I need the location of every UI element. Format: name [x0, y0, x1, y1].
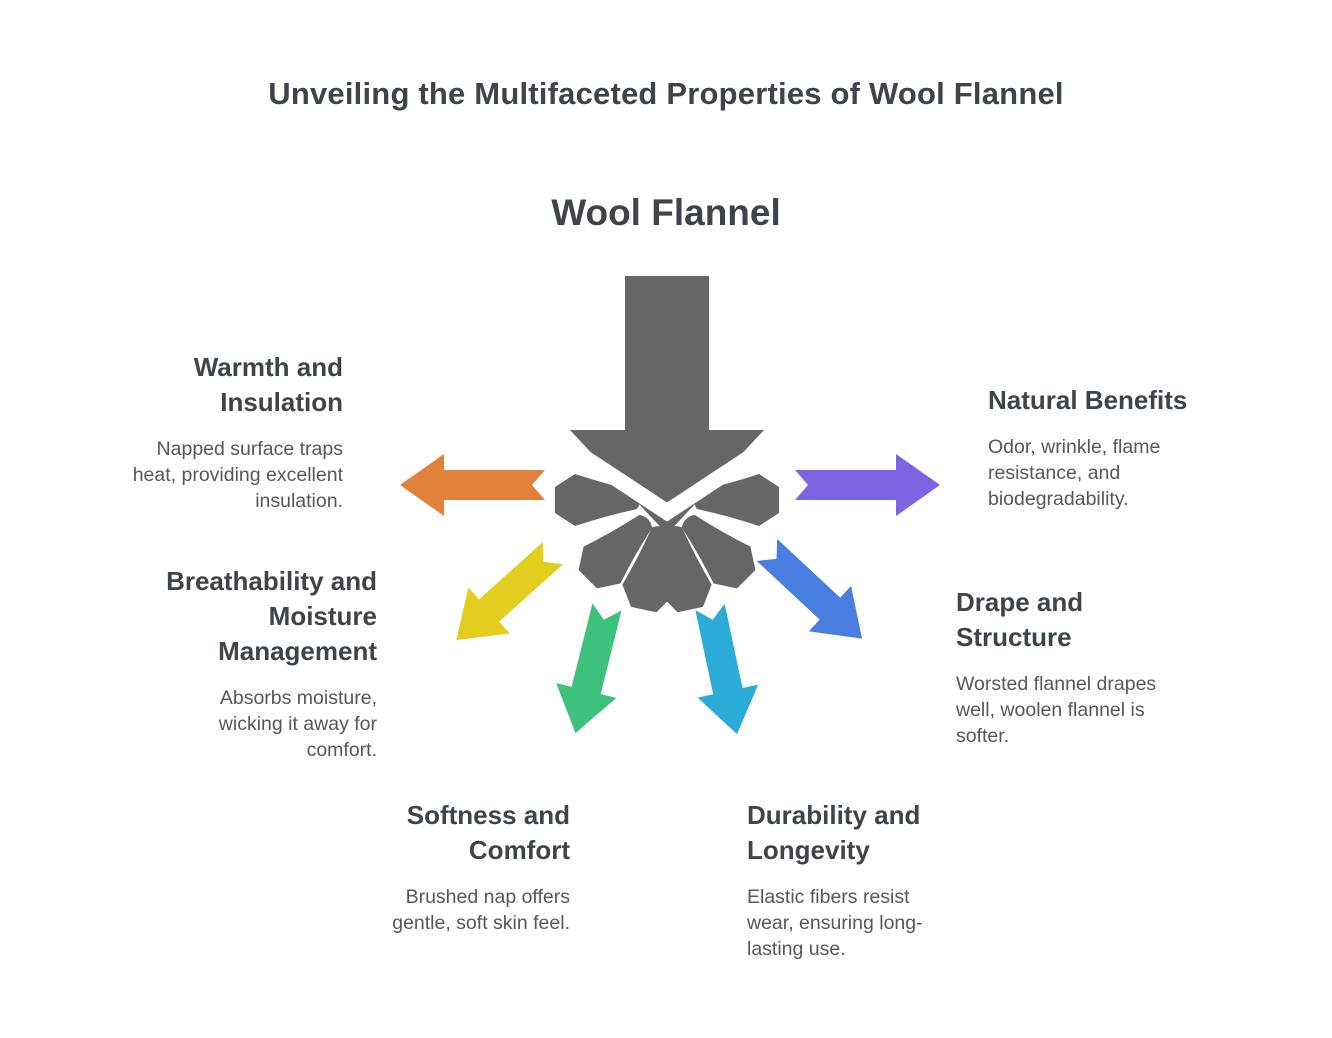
body-line: insulation. — [255, 490, 343, 512]
body-line: softer. — [956, 725, 1010, 747]
page-title: Unveiling the Multifaceted Properties of… — [268, 76, 1064, 111]
item-title: Warmth and Insulation — [93, 350, 343, 420]
item-breathability-and-moisture-management: Breathability and Moisture Management Ab… — [117, 564, 377, 763]
body-line: comfort. — [306, 739, 377, 761]
title-line: Comfort — [468, 835, 570, 865]
body-line: Napped surface traps — [156, 438, 343, 460]
body-line: biodegradability. — [988, 488, 1129, 510]
item-drape-and-structure: Drape and Structure Worsted flannel drap… — [956, 585, 1196, 749]
breathability-arrow — [456, 541, 564, 640]
finger-down-left-steep — [622, 526, 674, 613]
durability-arrow — [695, 603, 759, 735]
body-line: lasting use. — [747, 938, 846, 960]
title-line: Longevity — [747, 835, 870, 865]
softness-arrow — [556, 603, 622, 734]
item-title: Breathability and Moisture Management — [117, 564, 377, 669]
item-body: Worsted flannel drapes well, woolen flan… — [956, 671, 1196, 749]
title-line: Softness and — [406, 800, 570, 830]
body-line: Odor, wrinkle, flame — [988, 436, 1161, 458]
item-body: Elastic fibers resist wear, ensuring lon… — [747, 884, 967, 962]
title-line: Natural Benefits — [988, 385, 1188, 415]
arrowhead-notch — [574, 447, 760, 522]
item-body: Absorbs moisture, wicking it away for co… — [117, 685, 377, 763]
item-durability-and-longevity: Durability and Longevity Elastic fibers … — [747, 798, 967, 962]
body-line: Worsted flannel drapes — [956, 673, 1157, 695]
body-line: Elastic fibers resist — [747, 886, 910, 908]
item-title: Softness and Comfort — [350, 798, 570, 868]
center-label: Wool Flannel — [551, 192, 781, 233]
title-line: Management — [218, 636, 377, 666]
body-line: well, woolen flannel is — [956, 699, 1145, 721]
body-line: wicking it away for — [218, 713, 377, 735]
body-line: heat, providing excellent — [132, 464, 343, 486]
item-title: Durability and Longevity — [747, 798, 967, 868]
warmth-arrow — [400, 454, 545, 516]
title-line: Drape and — [956, 587, 1084, 617]
body-line: wear, ensuring long- — [747, 912, 923, 934]
body-line: Absorbs moisture, — [219, 687, 377, 709]
item-natural-benefits: Natural Benefits Odor, wrinkle, flame re… — [988, 383, 1228, 512]
title-line: Moisture — [268, 601, 377, 631]
body-line: gentle, soft skin feel. — [392, 912, 570, 934]
wool-flannel-diagram — [400, 276, 940, 735]
item-title: Drape and Structure — [956, 585, 1196, 655]
title-line: Structure — [956, 622, 1072, 652]
central-arrow-head — [570, 430, 764, 534]
central-arrow-shaft — [625, 276, 709, 432]
item-body: Odor, wrinkle, flame resistance, and bio… — [988, 434, 1228, 512]
item-body: Napped surface traps heat, providing exc… — [93, 436, 343, 514]
title-line: Breathability and — [166, 566, 377, 596]
item-title: Natural Benefits — [988, 383, 1228, 418]
finger-down-right-steep — [660, 526, 712, 613]
item-body: Brushed nap offers gentle, soft skin fee… — [350, 884, 570, 936]
finger-down-right — [681, 514, 756, 589]
natural-benefits-arrow — [795, 454, 940, 516]
title-line: Warmth and — [193, 352, 343, 382]
title-line: Durability and — [747, 800, 921, 830]
finger-down-left — [578, 514, 653, 589]
item-warmth-and-insulation: Warmth and Insulation Napped surface tra… — [93, 350, 343, 514]
body-line: Brushed nap offers — [405, 886, 570, 908]
title-line: Insulation — [220, 387, 343, 417]
drape-arrow — [756, 539, 863, 639]
body-line: resistance, and — [988, 462, 1121, 484]
item-softness-and-comfort: Softness and Comfort Brushed nap offers … — [350, 798, 570, 936]
central-arrow-group — [555, 276, 779, 613]
